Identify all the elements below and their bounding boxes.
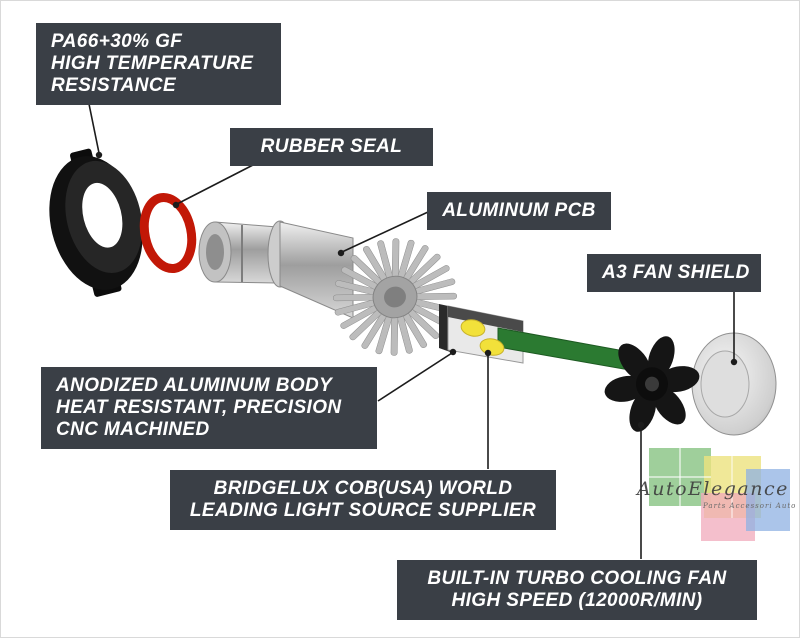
label-anodized-body-line3: CNC MACHINED [56, 419, 210, 440]
label-anodized-body-line1: ANODIZED ALUMINUM BODY [56, 375, 333, 396]
label-adapter-line3: RESISTANCE [51, 75, 177, 96]
watermark-subtitle: Parts Accessori Auto [703, 502, 797, 510]
watermark-squares-graphic [649, 448, 790, 541]
label-light-source-line2: LEADING LIGHT SOURCE SUPPLIER [189, 500, 537, 521]
pointer-lines-graphic [88, 103, 738, 559]
label-aluminum-pcb: ALUMINUM PCB [427, 192, 611, 230]
label-cooling-fan-line2: HIGH SPEED (12000R/MIN) [451, 590, 703, 611]
label-fan-shield-line1: A3 FAN SHIELD [602, 262, 750, 283]
label-cooling-fan-line1: BUILT-IN TURBO COOLING FAN [427, 568, 727, 589]
label-anodized-body: ANODIZED ALUMINUM BODY HEAT RESISTANT, P… [41, 367, 377, 449]
rubber-seal-graphic [139, 192, 197, 274]
label-adapter-material: PA66+30% GF HIGH TEMPERATURE RESISTANCE [36, 23, 281, 105]
watermark-brand: AutoElegance [637, 478, 789, 500]
cooling-fan-graphic [602, 332, 702, 436]
adapter-ring-graphic [49, 148, 143, 297]
aluminum-body-front-graphic [198, 220, 354, 319]
label-light-source-line1: BRIDGELUX COB(USA) WORLD [213, 478, 513, 499]
label-adapter-line1: PA66+30% GF [51, 31, 183, 52]
led-pcb-graphic [439, 304, 642, 373]
label-aluminum-pcb-line1: ALUMINUM PCB [442, 200, 596, 221]
label-fan-shield: A3 FAN SHIELD [587, 254, 761, 292]
label-rubber-seal: RUBBER SEAL [230, 128, 433, 166]
label-adapter-line2: HIGH TEMPERATURE [51, 53, 254, 74]
label-cooling-fan: BUILT-IN TURBO COOLING FAN HIGH SPEED (1… [397, 560, 757, 620]
fan-shield-graphic [691, 332, 777, 436]
label-anodized-body-line2: HEAT RESISTANT, PRECISION [56, 397, 342, 418]
label-light-source: BRIDGELUX COB(USA) WORLD LEADING LIGHT S… [170, 470, 556, 530]
heatsink-graphic [332, 238, 458, 356]
label-rubber-seal-line1: RUBBER SEAL [260, 136, 403, 157]
